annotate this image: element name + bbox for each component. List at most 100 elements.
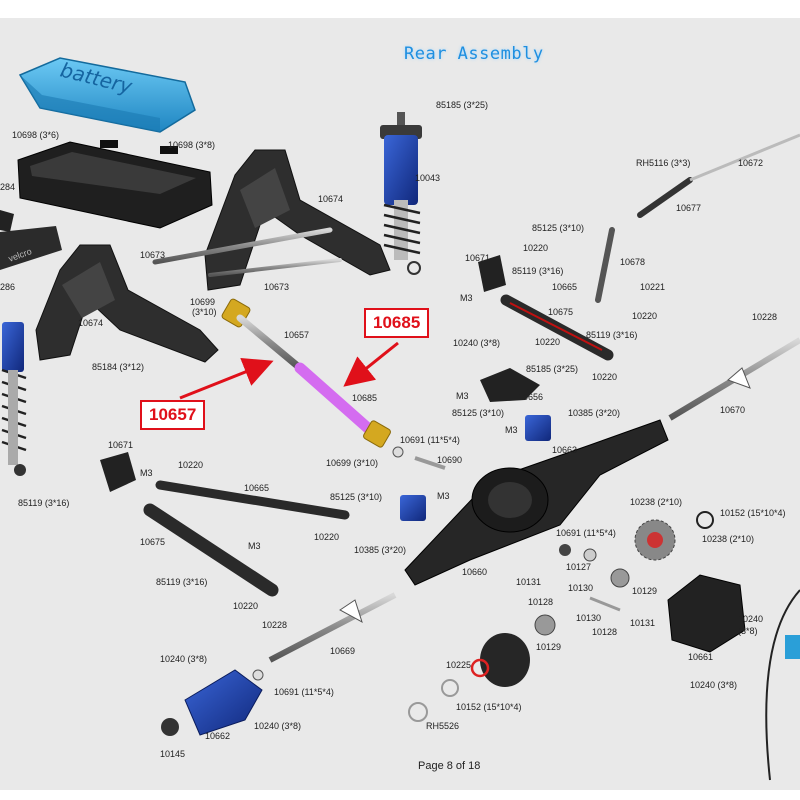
part-label: 10145 [160, 749, 186, 759]
part-label: 10671 [465, 253, 491, 263]
part-label: M3 [248, 541, 261, 551]
hub-10656 [480, 368, 551, 441]
part-label: 10670 [720, 405, 746, 415]
part-label: 10152 (15*10*4) [456, 702, 522, 712]
part-label: 10129 [632, 586, 658, 596]
part-label: 10677 [676, 203, 702, 213]
part-label: 85119 (3*16) [512, 266, 564, 276]
part-label: 10663 [552, 445, 578, 455]
callout-arrows [179, 341, 399, 400]
driveshaft-10670 [668, 337, 800, 421]
diff-cover [667, 574, 746, 653]
part-label: 10129 [536, 642, 562, 652]
part-label: 10221 [640, 282, 666, 292]
part-label: 10131 [516, 577, 542, 587]
part-label: 85185 (3*25) [436, 100, 489, 110]
part-label: 10691 (11*5*4) [400, 435, 460, 445]
part-label: M3 [456, 391, 469, 401]
part-label: 10220 [233, 601, 259, 611]
battery-pack: battery [18, 57, 196, 133]
part-label: 10656 [518, 392, 544, 402]
part-label: 10220 [535, 337, 561, 347]
part-label: 10240 (3*8) [453, 338, 501, 348]
part-label: 85125 (3*10) [532, 223, 585, 233]
part-label: 10673 [264, 282, 290, 292]
differential-gears [534, 511, 714, 636]
part-label: 10691 (11*5*4) [274, 687, 334, 697]
part-label: 10661 [688, 652, 714, 662]
part-label: 10674 [78, 318, 104, 328]
part-label: 10675 [140, 537, 166, 547]
part-label: 10671 [108, 440, 134, 450]
part-label: 85119 (3*16) [18, 498, 70, 508]
part-label: 10385 (3*20) [354, 545, 407, 555]
part-label: 10152 (15*10*4) [720, 508, 786, 518]
part-label: 10672 [738, 158, 764, 168]
part-label: 10225 [446, 660, 472, 670]
part-label: 10127 [566, 562, 592, 572]
lower-left-parts [100, 452, 426, 597]
part-label: 10228 [262, 620, 288, 630]
wheel-edge [765, 589, 800, 781]
link-10673 [152, 227, 342, 277]
part-label: 85185 (3*25) [526, 364, 579, 374]
part-label: 10240 (3*8) [690, 680, 738, 690]
locker-10225 [408, 633, 530, 722]
page-footer: Page 8 of 18 [418, 760, 481, 772]
part-label: 10673 [140, 250, 166, 260]
wheel-hub-10662 [161, 669, 264, 736]
part-label: 10220 [178, 460, 204, 470]
callout-10657: 10657 [140, 400, 206, 430]
part-label: 10674 [318, 194, 344, 204]
upper-right-links [478, 133, 800, 361]
part-label: 10240 (3*8) [160, 654, 208, 664]
callout-10685: 10685 [364, 308, 430, 338]
part-label: 10130 [568, 583, 594, 593]
part-label: 10698 (3*6) [12, 130, 60, 140]
part-label: 10660 [462, 567, 488, 577]
part-label: 85125 (3*10) [330, 492, 383, 502]
part-label: M3 [460, 293, 473, 303]
part-label: 10665 [552, 282, 578, 292]
part-label: 10685 [352, 393, 378, 403]
part-label: 10678 [620, 257, 646, 267]
battery-tray [17, 140, 213, 229]
part-label: (3*10) [192, 307, 217, 317]
part-label: RH5526 [426, 721, 460, 731]
part-label: 10043 [415, 173, 441, 183]
part-label: 10220 [592, 372, 618, 382]
part-label: 10220 [314, 532, 340, 542]
shock-tower-right [204, 149, 391, 291]
part-label: RH5116 (3*3) [636, 158, 691, 168]
driveshaft-assembly [221, 298, 446, 470]
part-label: M3 [505, 425, 518, 435]
part-label: 10220 [523, 243, 549, 253]
center-shock [380, 112, 422, 275]
part-label: 10240 (3*8) [254, 721, 302, 731]
velcro-strap: velcro [0, 210, 62, 270]
part-label: 10385 (3*20) [568, 408, 621, 418]
part-label: 10691 (11*5*4) [556, 528, 616, 538]
part-label: 85184 (3*12) [92, 362, 145, 372]
part-label: 85119 (3*16) [586, 330, 638, 340]
part-label: 85119 (3*16) [156, 577, 208, 587]
driveshaft-10669 [268, 592, 397, 663]
part-label: 10690 [437, 455, 463, 465]
part-label: 85125 (3*10) [452, 408, 505, 418]
part-label: 10220 [632, 311, 658, 321]
part-label: 10240 [738, 614, 764, 624]
axle-housing [404, 419, 669, 586]
page-title: Rear Assembly [404, 44, 544, 64]
top-margin [0, 0, 800, 18]
part-label: 286 [0, 282, 16, 292]
part-label: M3 [437, 491, 450, 501]
part-label: 10657 [284, 330, 310, 340]
part-label: 10128 [592, 627, 618, 637]
part-label: 10699 [190, 297, 216, 307]
part-label: 10665 [244, 483, 270, 493]
left-shock [1, 322, 27, 476]
part-label: 10238 (2*10) [630, 497, 683, 507]
part-label: M3 [140, 468, 153, 478]
part-label: 10699 (3*10) [326, 458, 379, 468]
